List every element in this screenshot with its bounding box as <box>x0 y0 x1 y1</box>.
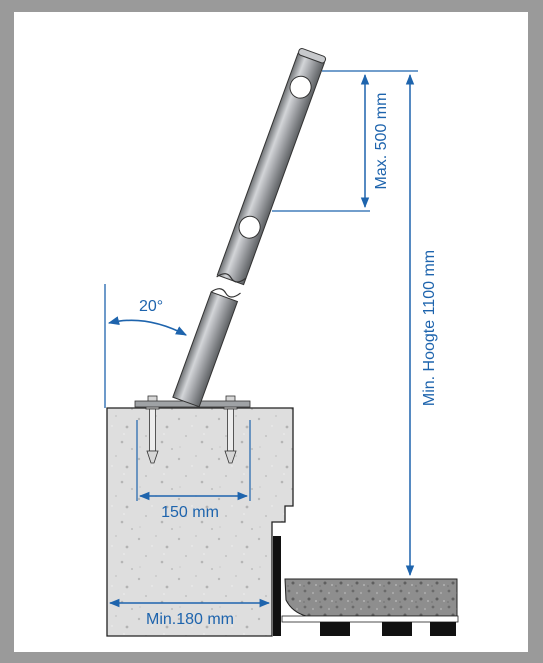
paving-stone <box>284 578 458 617</box>
max-hole-spacing-label: Max. 500 mm <box>373 93 390 190</box>
drawing-frame: 20° 150 mm Max. 500 mm Min. Hoogte 1100 … <box>14 12 528 652</box>
angle-label: 20° <box>139 298 163 315</box>
min-height-label: Min. Hoogte 1100 mm <box>421 250 438 406</box>
angle-arc <box>107 316 187 336</box>
kerb-plate <box>273 536 281 636</box>
post-anchor-diagram: 20° 150 mm Max. 500 mm Min. Hoogte 1100 … <box>104 47 459 637</box>
paving-supports <box>320 622 456 636</box>
min-width-label: Min.180 mm <box>146 611 234 628</box>
bolt-spacing-label: 150 mm <box>161 504 219 521</box>
tilted-post <box>172 47 327 408</box>
concrete-foundation <box>106 407 294 637</box>
paving-base <box>281 615 459 623</box>
